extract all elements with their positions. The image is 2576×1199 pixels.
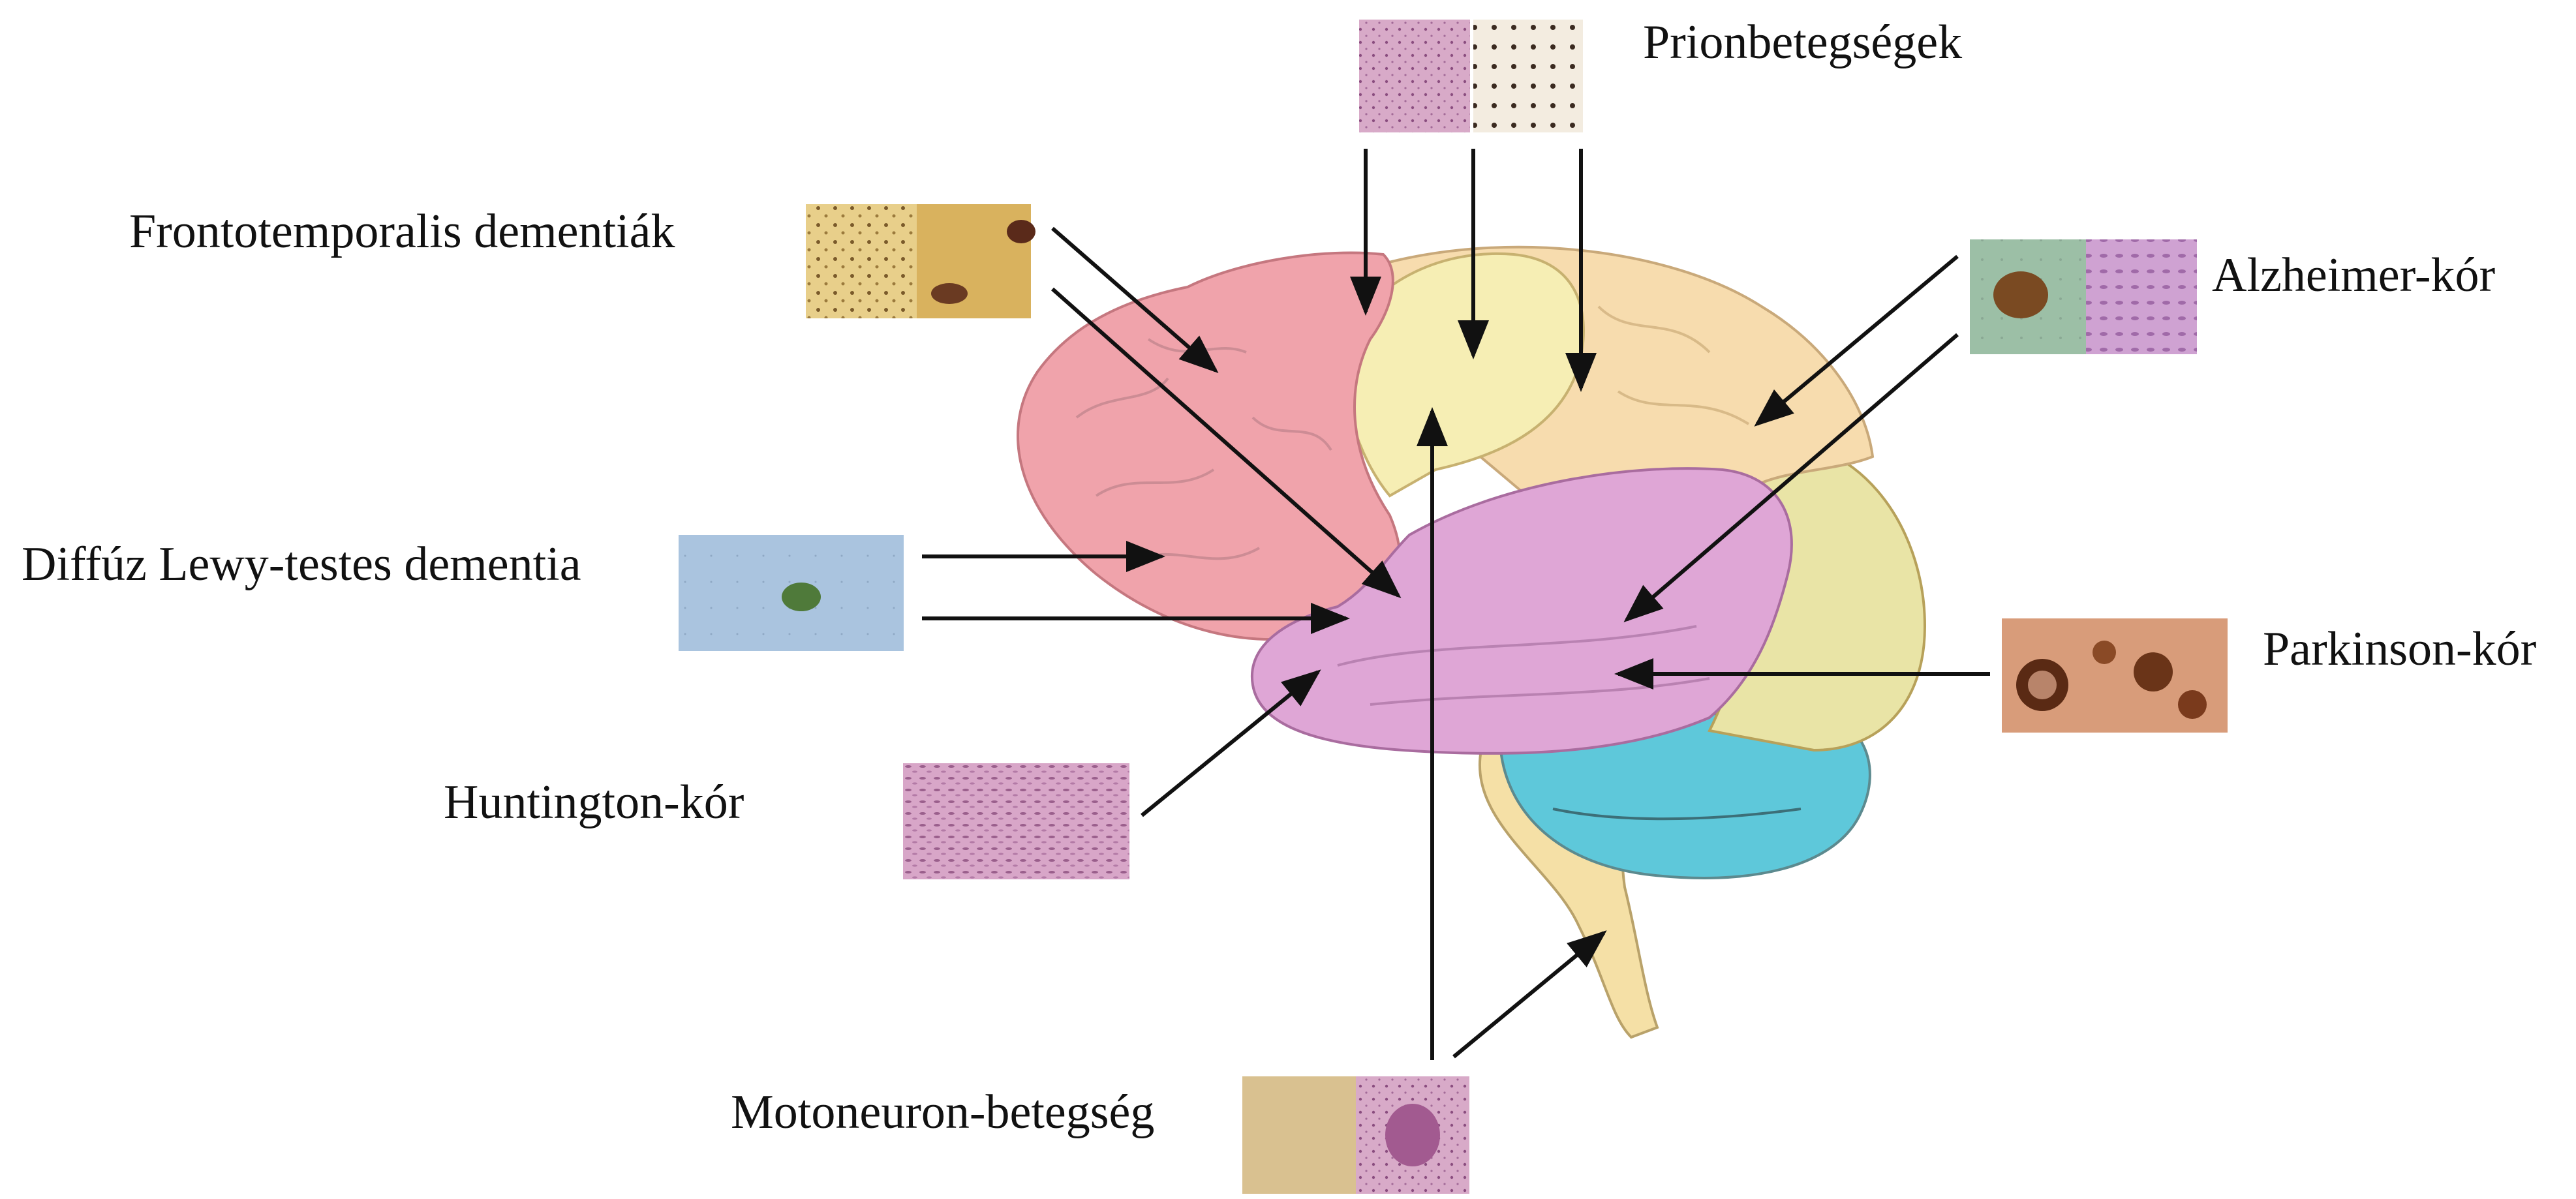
micrograph-parkinson	[2002, 618, 2228, 733]
label-parkinson: Parkinson-kór	[2263, 625, 2536, 673]
arrow-motoneuron-diag	[1454, 933, 1604, 1057]
label-frontotemporal: Frontotemporalis dementiák	[129, 207, 675, 256]
label-huntington: Huntington-kór	[444, 778, 744, 827]
label-prion: Prionbetegségek	[1643, 18, 1962, 67]
micrograph-lewy	[679, 535, 904, 651]
brain-illustration	[1018, 247, 1925, 1037]
arrow-huntington	[1142, 672, 1318, 815]
micrograph-alzheimer	[1970, 239, 2197, 354]
micrograph-frontotemporal	[806, 204, 1035, 318]
label-alzheimer: Alzheimer-kór	[2212, 251, 2495, 299]
micrograph-prion	[1359, 20, 1583, 132]
micrograph-huntington	[903, 763, 1129, 879]
micrograph-motoneuron	[1242, 1076, 1469, 1194]
label-lewy: Diffúz Lewy-testes dementia	[22, 540, 581, 588]
label-motoneuron: Motoneuron-betegség	[731, 1088, 1154, 1136]
